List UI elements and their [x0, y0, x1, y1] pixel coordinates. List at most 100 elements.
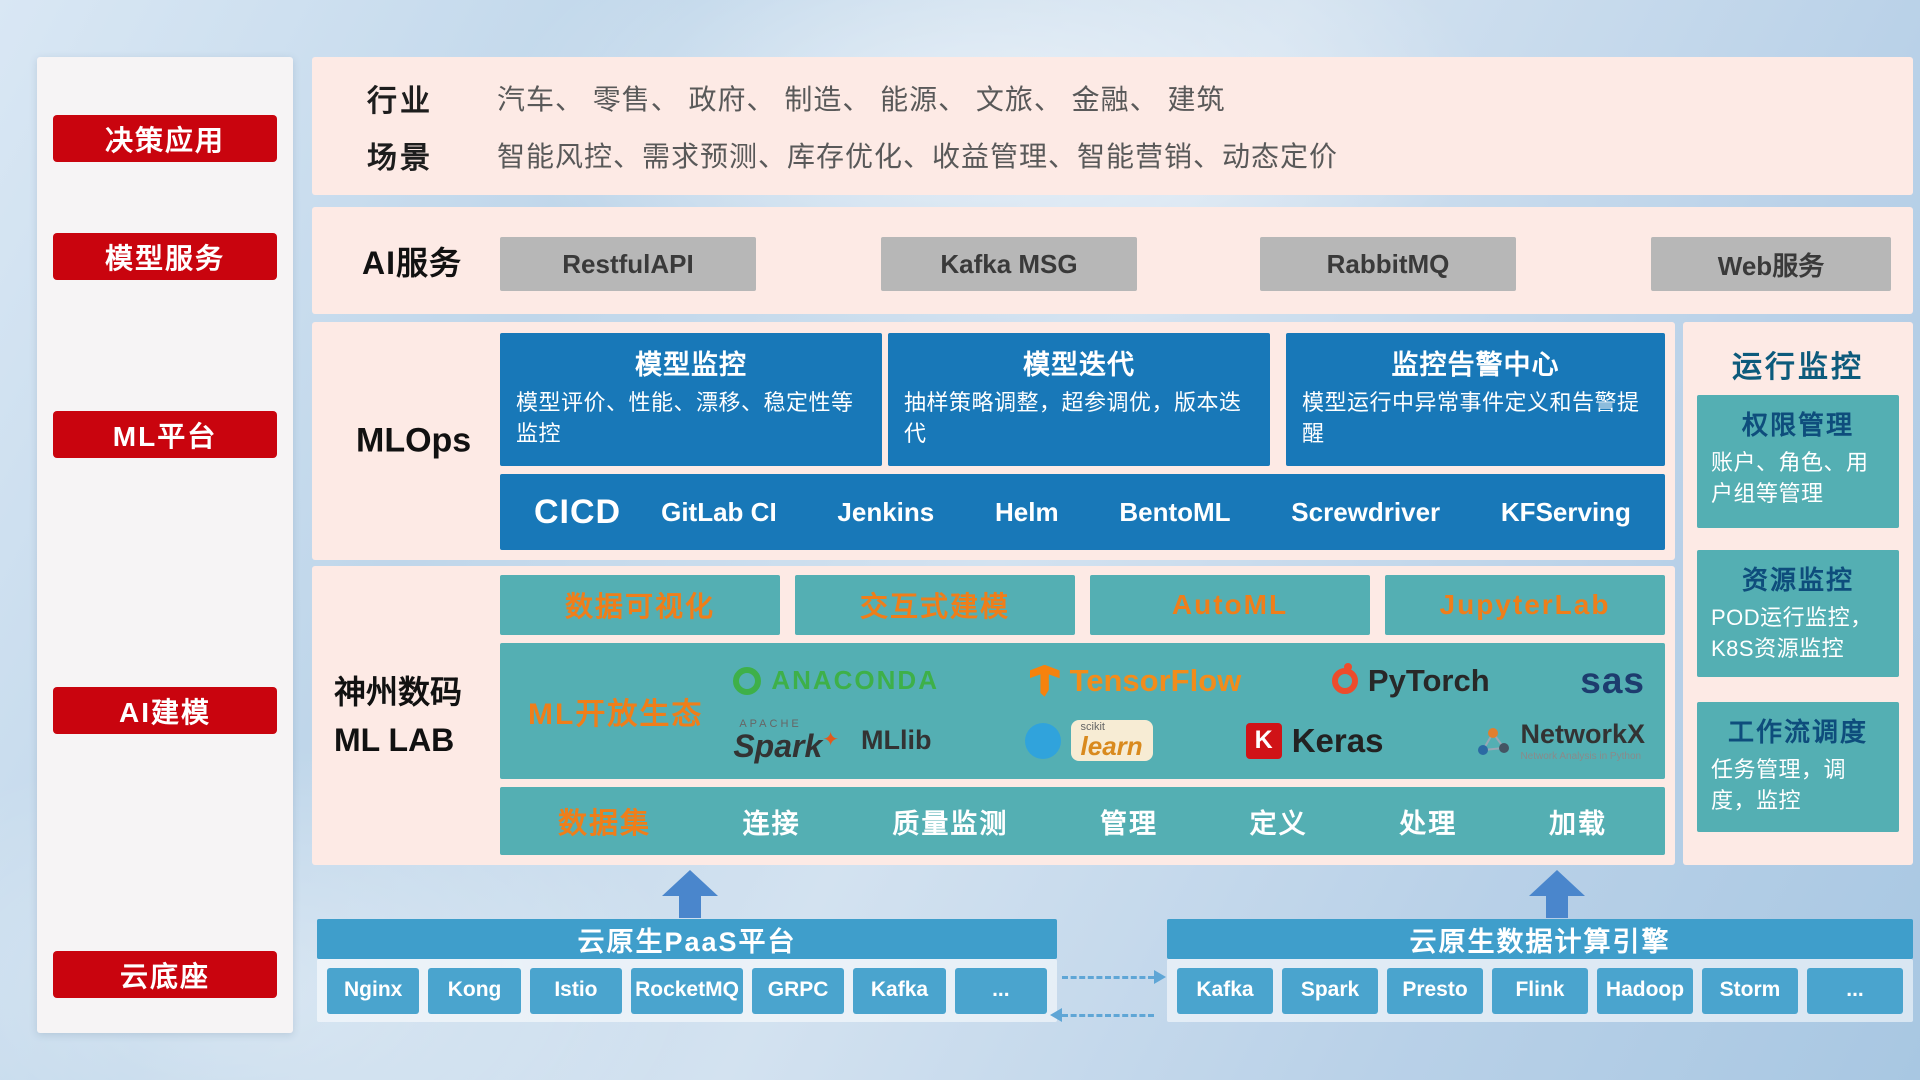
industry-list: 汽车、 零售、 政府、 制造、 能源、 文旅、 金融、 建筑: [497, 83, 1226, 115]
anaconda-icon: [733, 666, 762, 695]
ml-open-ecosystem-label: ML开放生态: [528, 698, 704, 731]
model-iteration-title: 模型迭代: [1023, 350, 1135, 380]
workflow-scheduling-title: 工作流调度: [1727, 717, 1868, 747]
dataset-quality: 质量监测: [892, 808, 1009, 839]
chip-kafka2: Kafka: [1177, 967, 1273, 1014]
up-arrow-engine-icon: [1529, 870, 1585, 918]
model-monitoring-card: 模型监控 模型评价、性能、漂移、稳定性等监控: [500, 333, 882, 466]
dataset-load: 加载: [1548, 808, 1607, 839]
industry-label: 行业: [367, 84, 433, 118]
keras-label: Keras: [1291, 721, 1384, 759]
tab-data-visualization: 数据可视化: [500, 575, 780, 635]
rabbitmq-box: RabbitMQ: [1260, 237, 1516, 291]
restful-api-box: RestfulAPI: [500, 237, 756, 291]
up-arrow-paas-icon: [662, 870, 718, 918]
dataset-connect: 连接: [742, 808, 801, 839]
networkx-icon: [1478, 727, 1510, 755]
scenario-label: 场景: [367, 141, 433, 175]
permission-mgmt-desc: 账户、角色、用户组等管理: [1711, 450, 1869, 506]
spark-mllib-logo: APACHE Spark✦ MLlib: [733, 719, 932, 765]
scenario-row: 场景 智能风控、需求预测、库存优化、收益管理、智能营销、动态定价: [312, 133, 1913, 177]
dataset-define: 定义: [1249, 808, 1308, 839]
scenario-list: 智能风控、需求预测、库存优化、收益管理、智能营销、动态定价: [497, 140, 1339, 172]
model-monitoring-title: 模型监控: [635, 350, 747, 380]
chip-istio: Istio: [529, 967, 623, 1014]
chip-grpc: GRPC: [751, 967, 845, 1014]
workflow-scheduling-desc: 任务管理，调度，监控: [1711, 757, 1847, 813]
scikit-learn-icon: [1024, 722, 1061, 759]
paas-platform-bar: 云原生PaaS平台: [317, 919, 1057, 959]
chip-storm: Storm: [1702, 967, 1798, 1014]
permission-mgmt-title: 权限管理: [1741, 410, 1854, 440]
chip-spark: Spark: [1282, 967, 1378, 1014]
anaconda-logo: ANACONDA: [733, 665, 939, 696]
alert-center-card: 监控告警中心 模型运行中异常事件定义和告警提醒: [1286, 333, 1665, 466]
web-service-box: Web服务: [1651, 237, 1891, 291]
networkx-logo: NetworkX Network Analysis in Python: [1476, 719, 1645, 762]
pytorch-logo: PyTorch: [1331, 662, 1490, 699]
mllab-label-line1: 神州数码: [334, 673, 463, 710]
industry-row: 行业 汽车、 零售、 政府、 制造、 能源、 文旅、 金融、 建筑: [312, 76, 1913, 120]
alert-center-desc: 模型运行中异常事件定义和告警提醒: [1302, 390, 1640, 446]
tensorflow-icon: [1029, 664, 1060, 697]
mlops-panel: MLOps 模型监控 模型评价、性能、漂移、稳定性等监控 模型迭代 抽样策略调整…: [312, 322, 1675, 560]
cicd-bar: CICD GitLab CI Jenkins Helm BentoML Scre…: [500, 474, 1665, 550]
layer-model-service: 模型服务: [53, 233, 277, 280]
resource-monitoring-title: 资源监控: [1741, 565, 1854, 595]
layer-cloud-base: 云底座: [53, 951, 277, 998]
networkx-label: NetworkX: [1520, 719, 1645, 750]
tab-jupyterlab: JupyterLab: [1385, 575, 1665, 635]
industry-scenario-panel: 行业 汽车、 零售、 政府、 制造、 能源、 文旅、 金融、 建筑 场景 智能风…: [312, 57, 1913, 195]
chip-more2: ...: [1807, 967, 1903, 1014]
keras-icon: K: [1245, 722, 1282, 759]
mllib-label: MLlib: [861, 725, 932, 756]
workflow-scheduling-card: 工作流调度 任务管理，调度，监控: [1697, 702, 1899, 832]
spark-label: Spark: [733, 728, 823, 765]
sas-label: sas: [1580, 659, 1645, 701]
pytorch-icon: [1331, 662, 1358, 694]
spark-star-icon: ✦: [822, 729, 840, 752]
chip-flink: Flink: [1492, 967, 1588, 1014]
sas-logo: sas: [1580, 660, 1645, 702]
chip-kafka: Kafka: [853, 967, 946, 1014]
networkx-subtitle: Network Analysis in Python: [1520, 750, 1642, 762]
mllab-panel: 神州数码 ML LAB 数据可视化 交互式建模 AutoML JupyterLa…: [312, 566, 1675, 865]
mllab-label-line2: ML LAB: [334, 721, 455, 758]
dataset-label: 数据集: [558, 808, 652, 840]
runtime-monitoring-panel: 运行监控 权限管理 账户、角色、用户组等管理 资源监控 POD运行监控，K8S资…: [1683, 322, 1913, 865]
dashed-arrow-left-icon: [1050, 1008, 1154, 1022]
scikit-small-label: scikit: [1080, 721, 1105, 734]
engine-components-strip: Kafka Spark Presto Flink Hadoop Storm ..…: [1167, 959, 1913, 1022]
layer-ai-modeling: AI建模: [53, 687, 277, 734]
dashed-arrow-right-icon: [1062, 970, 1166, 984]
dataset-manage: 管理: [1099, 808, 1158, 839]
dataset-process: 处理: [1399, 808, 1458, 839]
cicd-screwdriver: Screwdriver: [1291, 496, 1441, 527]
layer-decision-apps: 决策应用: [53, 115, 277, 162]
model-iteration-card: 模型迭代 抽样策略调整，超参调优，版本迭代: [888, 333, 1270, 466]
cicd-kfserving: KFServing: [1500, 496, 1631, 527]
layer-sidebar: 决策应用 模型服务 ML平台 AI建模 云底座: [37, 57, 293, 1033]
cicd-jenkins: Jenkins: [837, 496, 935, 527]
paas-components-strip: Nginx Kong Istio RocketMQ GRPC Kafka ...: [317, 959, 1057, 1022]
kafka-msg-box: Kafka MSG: [881, 237, 1137, 291]
cicd-gitlab-ci: GitLab CI: [661, 496, 777, 527]
ai-service-panel: AI服务 RestfulAPI Kafka MSG RabbitMQ Web服务: [312, 207, 1913, 314]
model-iteration-desc: 抽样策略调整，超参调优，版本迭代: [904, 390, 1242, 446]
pytorch-label: PyTorch: [1367, 662, 1490, 698]
alert-center-title: 监控告警中心: [1391, 350, 1560, 380]
tab-automl: AutoML: [1090, 575, 1370, 635]
layer-ml-platform: ML平台: [53, 411, 277, 458]
chip-hadoop: Hadoop: [1597, 967, 1693, 1014]
cicd-label: CICD: [534, 492, 622, 531]
chip-nginx: Nginx: [327, 967, 420, 1014]
keras-logo: K Keras: [1245, 721, 1384, 760]
ecosystem-logos: ANACONDA TensorFlow PyTorch sas: [733, 643, 1665, 779]
dataset-bar: 数据集 连接 质量监测 管理 定义 处理 加载: [500, 787, 1665, 855]
mllab-label: 神州数码 ML LAB: [334, 668, 462, 764]
anaconda-label: ANACONDA: [771, 665, 939, 696]
chip-presto: Presto: [1387, 967, 1483, 1014]
tensorflow-label: TensorFlow: [1069, 662, 1242, 698]
chip-more: ...: [954, 967, 1048, 1014]
chip-rocketmq: RocketMQ: [631, 967, 743, 1014]
